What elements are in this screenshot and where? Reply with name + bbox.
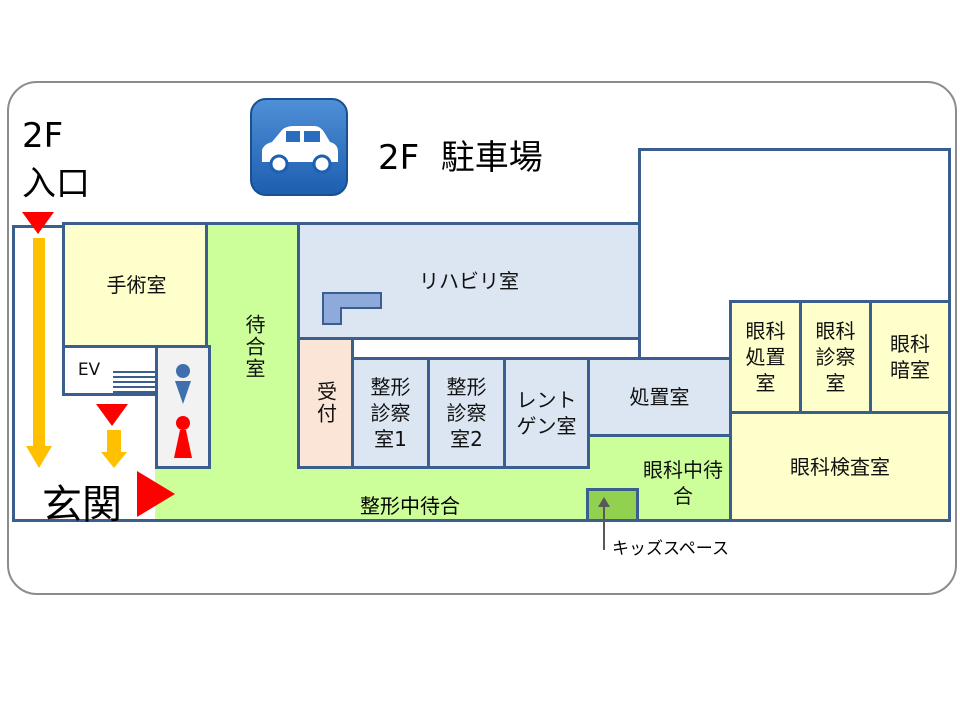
restroom xyxy=(155,345,211,469)
room-label: 手術室 xyxy=(106,273,167,297)
room-treatment: 処置室 xyxy=(587,357,732,437)
kids-space-label: キッズスペース xyxy=(612,539,729,559)
route-arrowhead xyxy=(26,446,52,468)
rehab-equipment xyxy=(322,307,342,325)
room-waiting: 待合室 xyxy=(205,222,303,469)
kids-pointer xyxy=(603,502,605,550)
room-label: 眼科暗室 xyxy=(890,332,930,382)
room-label: 整形診察室1 xyxy=(370,375,411,451)
room-label: レントゲン室 xyxy=(516,388,577,438)
restroom-women-icon xyxy=(174,416,192,458)
entrance-marker-icon xyxy=(22,212,54,234)
entrance-arrow-icon xyxy=(137,471,175,517)
room-eye-exam: 眼科診察室 xyxy=(799,300,872,414)
floor-frame xyxy=(7,81,957,595)
room-label: 眼科検査室 xyxy=(790,454,890,479)
room-eye-test: 眼科検査室 xyxy=(729,411,951,522)
room-label: 受付 xyxy=(313,381,338,425)
route-arrowhead xyxy=(101,452,127,468)
kids-pointer-head xyxy=(598,497,610,507)
rehab-equipment xyxy=(322,292,382,309)
room-reception: 受付 xyxy=(297,337,354,469)
restroom-men-icon xyxy=(175,364,191,404)
entrance-heading: 2F 入口 xyxy=(22,112,90,208)
room-surgery: 手術室 xyxy=(62,222,211,348)
kids-space xyxy=(586,488,639,522)
main-entrance-label: 玄関 xyxy=(42,482,122,528)
room-label: リハビリ室 xyxy=(419,269,519,293)
room-label: 眼科処置室 xyxy=(745,319,786,395)
route-arrow xyxy=(33,238,45,448)
corridor xyxy=(155,466,590,519)
parking-label: 2F 駐車場 xyxy=(378,138,543,178)
car-icon xyxy=(250,98,348,196)
marker-icon xyxy=(96,404,128,426)
room-ortho-exam1: 整形診察室1 xyxy=(351,357,430,469)
room-label: 処置室 xyxy=(629,385,690,409)
room-ortho-exam2: 整形診察室2 xyxy=(427,357,506,469)
room-eye-dark: 眼科暗室 xyxy=(869,300,951,414)
room-label: 待合室 xyxy=(242,314,266,380)
stairs-icon xyxy=(113,345,158,396)
entrance-label: 入口 xyxy=(22,164,90,204)
room-label: 眼科診察室 xyxy=(815,319,856,395)
room-label: 眼科中待合 xyxy=(643,458,723,508)
room-xray: レントゲン室 xyxy=(503,357,590,469)
floor-label: 2F xyxy=(22,116,64,156)
room-elevator: EV xyxy=(62,345,116,396)
room-label: EV xyxy=(77,360,101,381)
room-label: 整形診察室2 xyxy=(446,375,487,451)
ortho-waiting-label: 整形中待合 xyxy=(360,494,460,518)
route-arrow xyxy=(107,430,121,454)
room-eye-treatment: 眼科処置室 xyxy=(729,300,802,414)
room-rehab: リハビリ室 xyxy=(297,222,641,340)
